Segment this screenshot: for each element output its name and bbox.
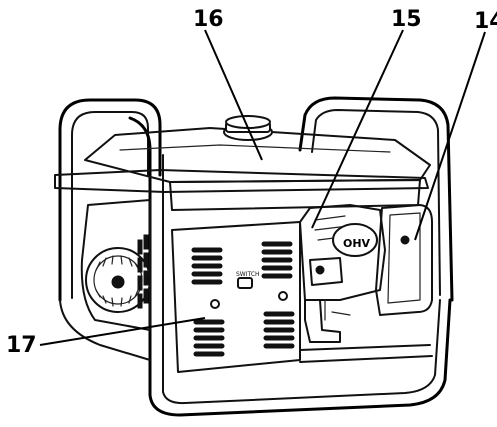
panel-screw-1 [210, 299, 220, 309]
leader-lines [39, 29, 486, 346]
frame-front-base-rail-inner [162, 299, 441, 405]
frame-left-base [59, 299, 151, 361]
panel-vents-top-right [261, 241, 293, 279]
fuel-tank-crease [119, 144, 391, 153]
frame-cross-bar-1 [299, 344, 431, 351]
callout-17: 17 [6, 333, 37, 358]
frame-cross-bar-2 [299, 355, 433, 363]
frame-rear-left-tube-inner [71, 111, 149, 299]
callout-15: 15 [391, 7, 422, 32]
tank-ledge [54, 169, 429, 193]
callout-16: 16 [193, 7, 224, 32]
engine-fuel-valve [304, 299, 341, 343]
leader-16 [204, 29, 263, 161]
leader-17 [39, 317, 206, 346]
engine-carb [309, 257, 343, 286]
frame-rear-left-tube [58, 98, 162, 302]
control-panel-face [171, 221, 301, 373]
frame-rear-right-tube-inner [311, 109, 441, 296]
panel-screw-2 [278, 291, 288, 301]
frame [58, 96, 454, 417]
fuel-tank-front [169, 179, 421, 211]
frame-front-left-tube [128, 116, 152, 397]
engine: OHV [299, 204, 386, 343]
fan-hub [111, 275, 125, 289]
fuel-tank [54, 115, 431, 211]
frame-front-base-rail [148, 298, 452, 417]
panel-switch-label: SWITCH [236, 271, 260, 278]
frame-rear-right-tube [298, 96, 454, 302]
side-vent-slats [137, 234, 149, 309]
callout-14: 14 [474, 9, 497, 34]
alternator-side [80, 199, 151, 331]
panel-switch [237, 277, 253, 289]
air-filter-knob [400, 235, 410, 245]
control-panel: SWITCH [171, 221, 301, 373]
panel-vents-bottom-left [193, 319, 225, 357]
alternator-housing [80, 199, 151, 331]
panel-vents-top-left [191, 247, 223, 285]
leader-15 [311, 29, 404, 229]
leader-14 [414, 31, 486, 241]
air-filter-inner [387, 212, 421, 304]
engine-mark: OHV [343, 237, 371, 250]
fan-cover-outer [85, 247, 151, 313]
panel-vents-bottom-right [263, 311, 295, 349]
engine-ohv-cover [332, 223, 378, 257]
